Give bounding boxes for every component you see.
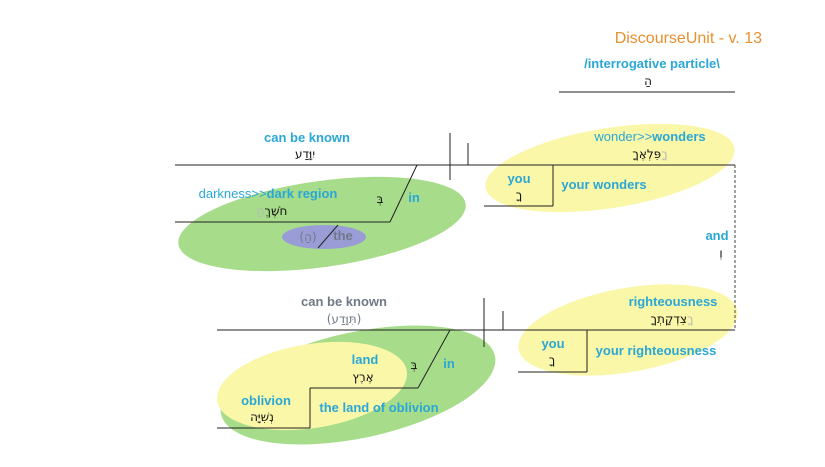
clause1-subject-word: wonders [651,129,705,144]
conjunction-hebrew: וְ [719,246,722,260]
highlight-dark-region [178,176,466,272]
interrogative-hebrew: הַ [644,74,652,88]
clause1-possessor-label: you [507,171,530,186]
interrogative-label: /interrogative particle\ [584,56,720,71]
highlight-oblivion [216,341,408,431]
clause2-land-label: land [352,352,379,367]
clause2-prep-hebrew: בְּ [411,358,418,372]
diagram-title: DiscourseUnit - v. 13 [615,30,762,47]
clause1-object-lemma: darkness>> [199,186,267,201]
clause1-object-word: dark region [267,186,338,201]
clause2-subject-hebrew: ךָצִדְקָתְךָ [651,312,694,326]
clause1-object-hebrew-article: הַ [257,204,265,218]
clause1-possessor-hebrew: ךָ [516,188,522,202]
clause1-object-hebrew-word: חֹשֶׁךְ [265,204,288,218]
highlight-article [282,225,366,249]
clause2-verb-label: can be known [301,294,387,309]
clause2-oblivion-hebrew: נְשִׁיָּה [250,410,274,424]
clause1-subject-hebrew-suffix: ךָ [661,147,667,161]
clause2-land-gloss: the land of oblivion [319,400,438,415]
clause2-subject-hebrew-word: צִדְקָתְךָ [651,312,688,326]
clause1-subject-hebrew-word: פִּלְאֶךָ [632,147,661,161]
clause1-subject-hebrew: ךָפִּלְאֶךָ [632,147,667,161]
clause1-verb-label: can be known [264,130,350,145]
clause2-oblivion-label: oblivion [241,393,291,408]
clause1-subject-lemma: wonder>> [593,129,652,144]
clause1-prep-hebrew: בְּ [377,192,384,206]
clause2-verb-hebrew: (תִּוָּדַע) [327,312,362,326]
clause2-land-hebrew: אֶרֶץ [352,370,373,384]
diagram-lines [175,91,735,429]
clause1-article-label: the [333,228,353,243]
highlight-wonders [485,123,735,213]
clause2-possessor-label: you [541,336,564,351]
clause1-article-hebrew: (הַ) [299,230,316,244]
conjunction-label: and [705,228,728,243]
clause2-subject-label: righteousness [629,294,718,309]
clause1-gloss: your wonders [561,177,646,192]
clause2-gloss: your righteousness [596,343,717,358]
clause2-possessor-hebrew: ךָ [549,353,555,367]
clause1-subject-label: wonder>>wonders [593,129,705,144]
clause1-object-label: darkness>>dark region [199,186,338,201]
clause2-subject-hebrew-suffix: ךָ [687,312,693,326]
clause2-prep-label: in [443,356,455,371]
clause1-verb-hebrew: יִוָּדַע [295,147,315,161]
clause1-object-hebrew: חֹשֶׁךְהַ [257,204,288,218]
clause1-prep-label: in [408,190,420,205]
